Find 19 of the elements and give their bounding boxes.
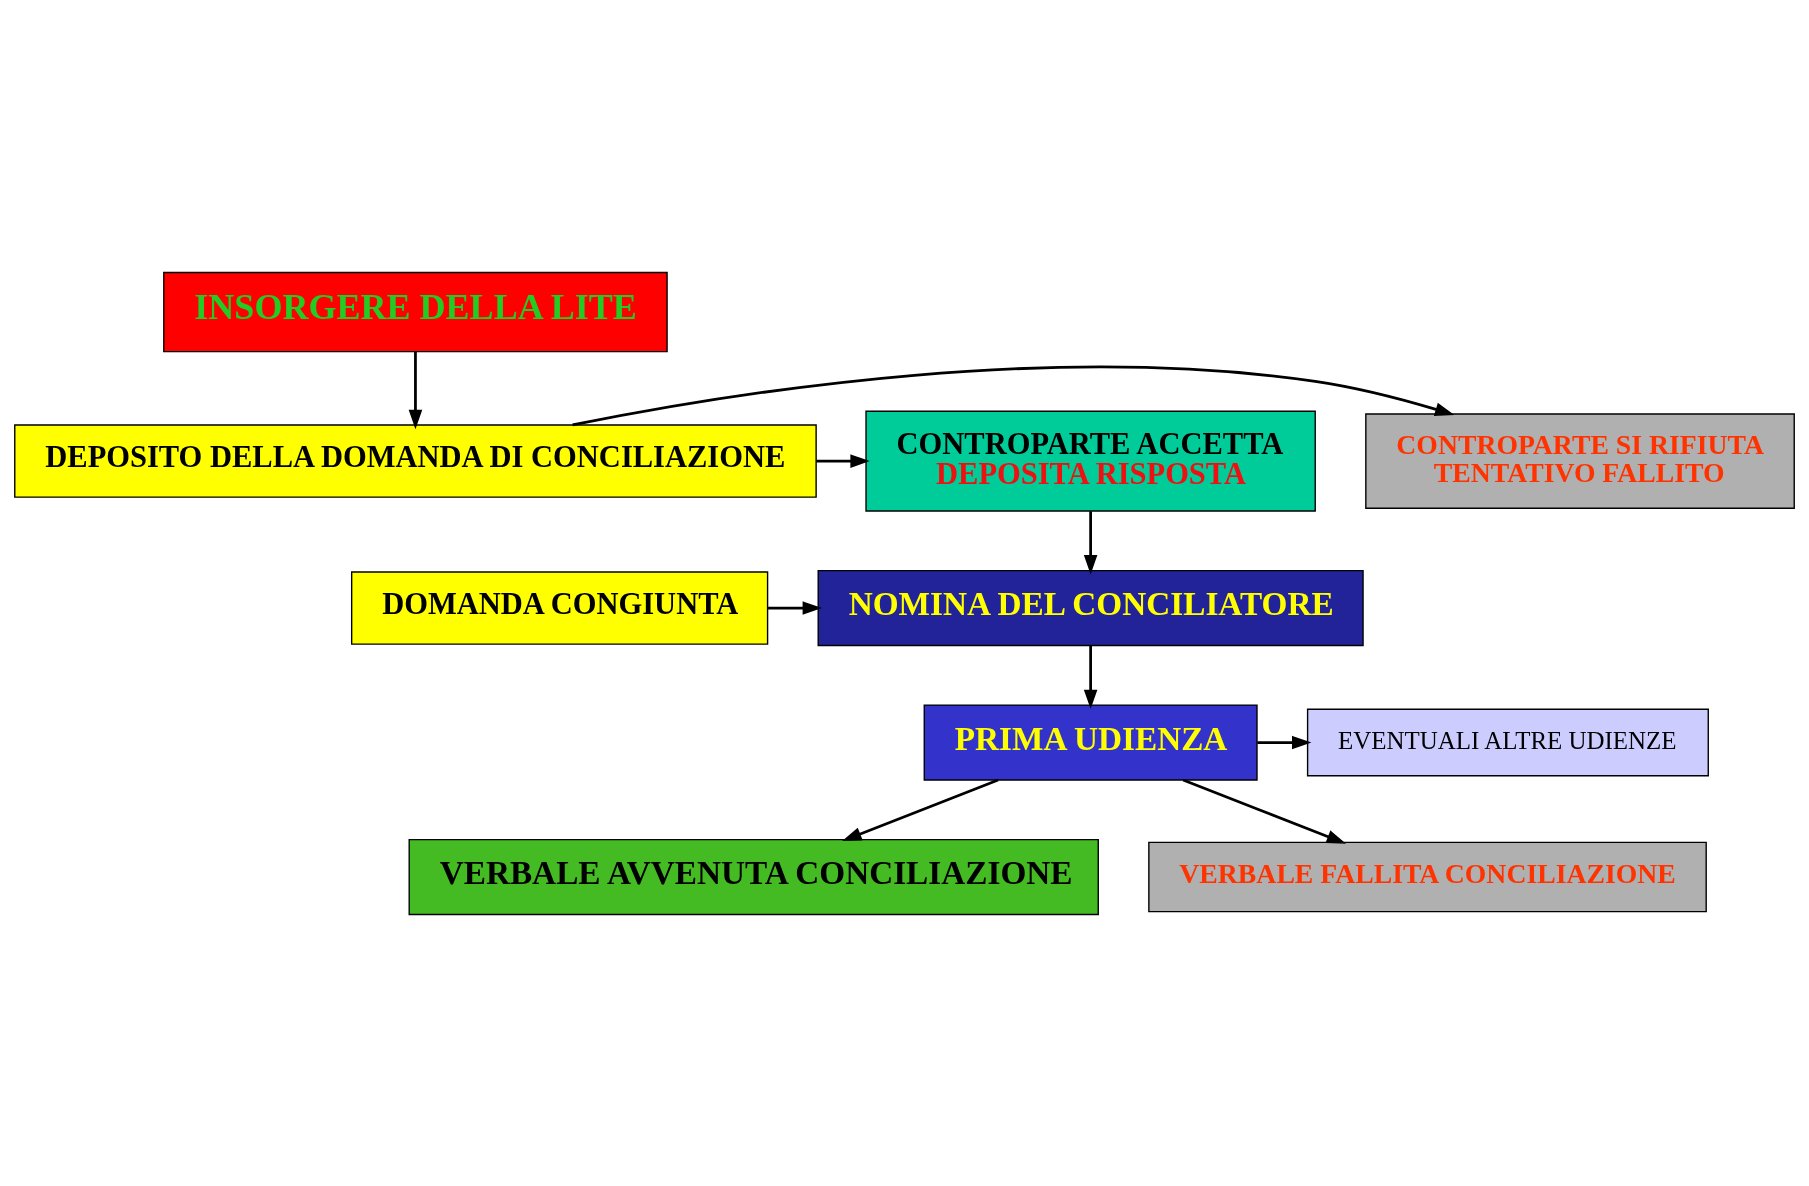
node-box: EVENTUALI ALTRE UDIENZE xyxy=(1306,708,1709,776)
arrow xyxy=(816,453,870,468)
node-box: DEPOSITO DELLA DOMANDA DI CONCILIAZIONE xyxy=(14,423,817,498)
node-box: VERBALE AVVENUTA CONCILIAZIONE xyxy=(408,838,1099,915)
arrow xyxy=(1083,510,1098,574)
node-box: INSORGERE DELLA LITE xyxy=(163,271,668,352)
arrow xyxy=(1257,735,1312,749)
arrow xyxy=(408,351,423,429)
node-box: VERBALE FALLITA CONCILIAZIONE xyxy=(1148,841,1707,912)
node-box: CONTROPARTE ACCETTA DEPOSITA RISPOSTA xyxy=(865,410,1316,512)
node-box: CONTROPARTE SI RIFIUTA TENTATIVO FALLITO xyxy=(1365,412,1795,509)
node-box: DOMANDA CONGIUNTA xyxy=(350,570,769,645)
arrow xyxy=(1182,778,1347,844)
node-box: NOMINA DEL CONCILIATORE xyxy=(817,569,1364,646)
arrow xyxy=(572,365,1455,426)
arrow xyxy=(768,600,823,615)
arrow xyxy=(842,778,999,841)
arrow xyxy=(1083,645,1098,709)
node-box: PRIMA UDIENZA xyxy=(923,703,1258,781)
